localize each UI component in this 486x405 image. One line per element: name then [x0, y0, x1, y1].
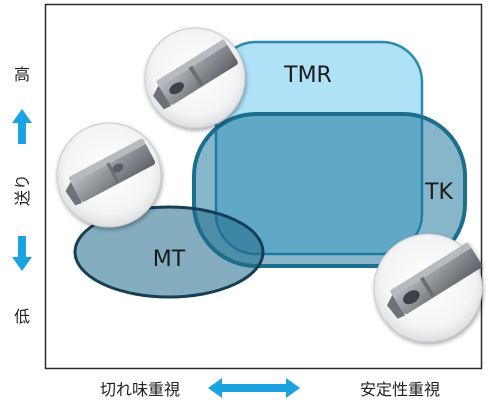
region-label-tk: TK — [424, 180, 453, 205]
x-axis-right-label: 安定性重視 — [360, 380, 440, 399]
up-arrow-icon — [12, 109, 32, 144]
region-label-tmr: TMR — [283, 63, 332, 88]
y-axis-title: 送り — [13, 174, 32, 206]
region-tk — [192, 112, 467, 268]
insert-photo-mt — [56, 122, 162, 228]
region-mt — [73, 205, 265, 299]
y-axis-high-label: 高 — [14, 65, 30, 84]
insert-photo-tmr — [144, 27, 246, 129]
double-arrow-icon — [208, 378, 300, 398]
down-arrow-icon — [12, 236, 32, 271]
y-axis-low-label: 低 — [14, 307, 30, 326]
x-axis-left-label: 切れ味重視 — [100, 380, 180, 399]
region-label-mt: MT — [153, 247, 186, 272]
y-axis-label: 送り — [13, 174, 32, 206]
insert-photo-tk — [373, 233, 483, 343]
